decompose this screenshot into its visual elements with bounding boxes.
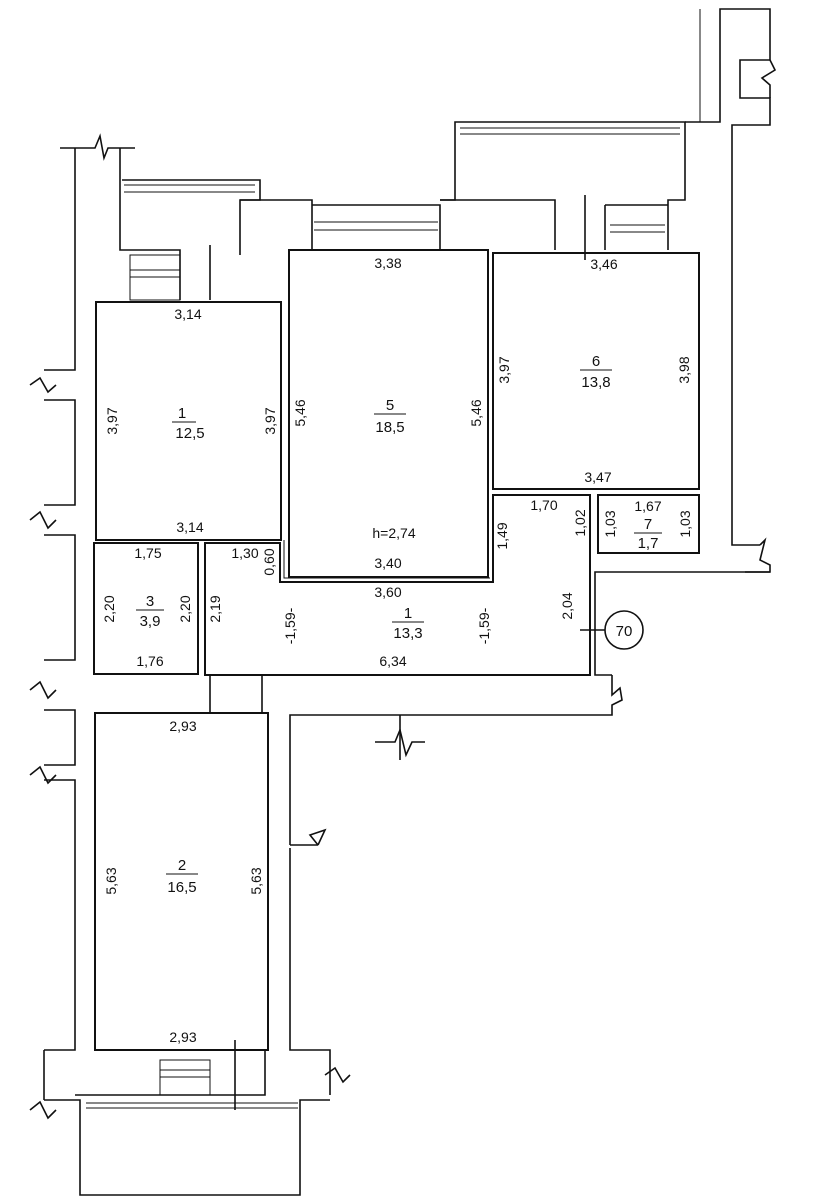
dim-r5-bottom: 3,40	[374, 555, 401, 571]
dim-204: 2,04	[559, 592, 575, 619]
room-1-number: 1	[404, 605, 412, 622]
ceiling-height: h=2,74	[372, 525, 415, 541]
dim-r3-top: 1,75	[134, 545, 161, 561]
room-4-outline	[95, 301, 282, 541]
dim-r4-top: 3,14	[174, 306, 201, 322]
dim-r6-right: 3,98	[676, 356, 692, 383]
dim-170: 1,70	[530, 497, 557, 513]
room-4-number: 1	[178, 405, 186, 422]
outer-walls	[29, 8, 777, 1196]
room-7-number: 7	[644, 516, 652, 533]
room-2-area: 16,5	[167, 879, 196, 896]
dim-r7-right: 1,03	[677, 510, 693, 537]
dim-149: 1,49	[494, 522, 510, 549]
dim-r5-right: 5,46	[468, 399, 484, 426]
room-5-outline	[288, 249, 489, 578]
room-2-number: 2	[178, 857, 186, 874]
plan-number-marker: 70	[580, 610, 644, 650]
dim-060: 0,60	[261, 548, 277, 575]
room-7-outline	[597, 494, 700, 554]
room-6-number: 6	[592, 353, 600, 370]
room-1-outline	[204, 494, 591, 676]
dim-r2-bottom: 2,93	[169, 1029, 196, 1045]
room-3-number: 3	[146, 593, 154, 610]
dim-r6-left: 3,97	[496, 356, 512, 383]
dim-r7-top: 1,67	[634, 498, 661, 514]
dimension-labels: 3,14 3,14 3,97 3,97 3,38 3,40 5,46 5,46 …	[101, 255, 693, 1045]
room-4-area: 12,5	[175, 425, 204, 442]
room-6-outline	[492, 252, 700, 490]
dim-r3-left: 2,20	[101, 595, 117, 622]
room-6-area: 13,8	[581, 374, 610, 391]
dim-r2-top: 2,93	[169, 718, 196, 734]
dim-159-left: -1,59-	[282, 607, 298, 644]
dim-r6-top: 3,46	[590, 256, 617, 272]
dim-r5-left: 5,46	[292, 399, 308, 426]
room-labels: 1 12,5 5 18,5 6 13,8 7 1,7 3 3,9 1 13,3 …	[136, 353, 662, 896]
dim-r3-right: 2,20	[177, 595, 193, 622]
room-3-outline	[93, 542, 199, 675]
room-5-number: 5	[386, 397, 394, 414]
dim-634: 6,34	[379, 653, 406, 669]
room-5-area: 18,5	[375, 419, 404, 436]
room-3-area: 3,9	[140, 613, 161, 630]
dim-r5-top: 3,38	[374, 255, 401, 271]
room-1-area: 13,3	[393, 625, 422, 642]
dim-r3-bottom: 1,76	[136, 653, 163, 669]
plan-number-circle	[604, 610, 644, 650]
dim-r4-right: 3,97	[262, 407, 278, 434]
room-2-outline	[94, 712, 269, 1051]
plan-number: 70	[616, 623, 633, 640]
dim-159-right: -1,59-	[476, 607, 492, 644]
dim-r6-bottom: 3,47	[584, 469, 611, 485]
dim-102: 1,02	[572, 509, 588, 536]
dim-r2-left: 5,63	[103, 867, 119, 894]
room-7-area: 1,7	[638, 535, 659, 552]
dim-219: 2,19	[207, 595, 223, 622]
dim-360: 3,60	[374, 584, 401, 600]
dim-r4-bottom: 3,14	[176, 519, 203, 535]
room-outlines	[93, 249, 700, 1051]
dim-r4-left: 3,97	[104, 407, 120, 434]
dim-130: 1,30	[231, 545, 258, 561]
dim-r2-right: 5,63	[248, 867, 264, 894]
dim-r7-left: 1,03	[602, 510, 618, 537]
